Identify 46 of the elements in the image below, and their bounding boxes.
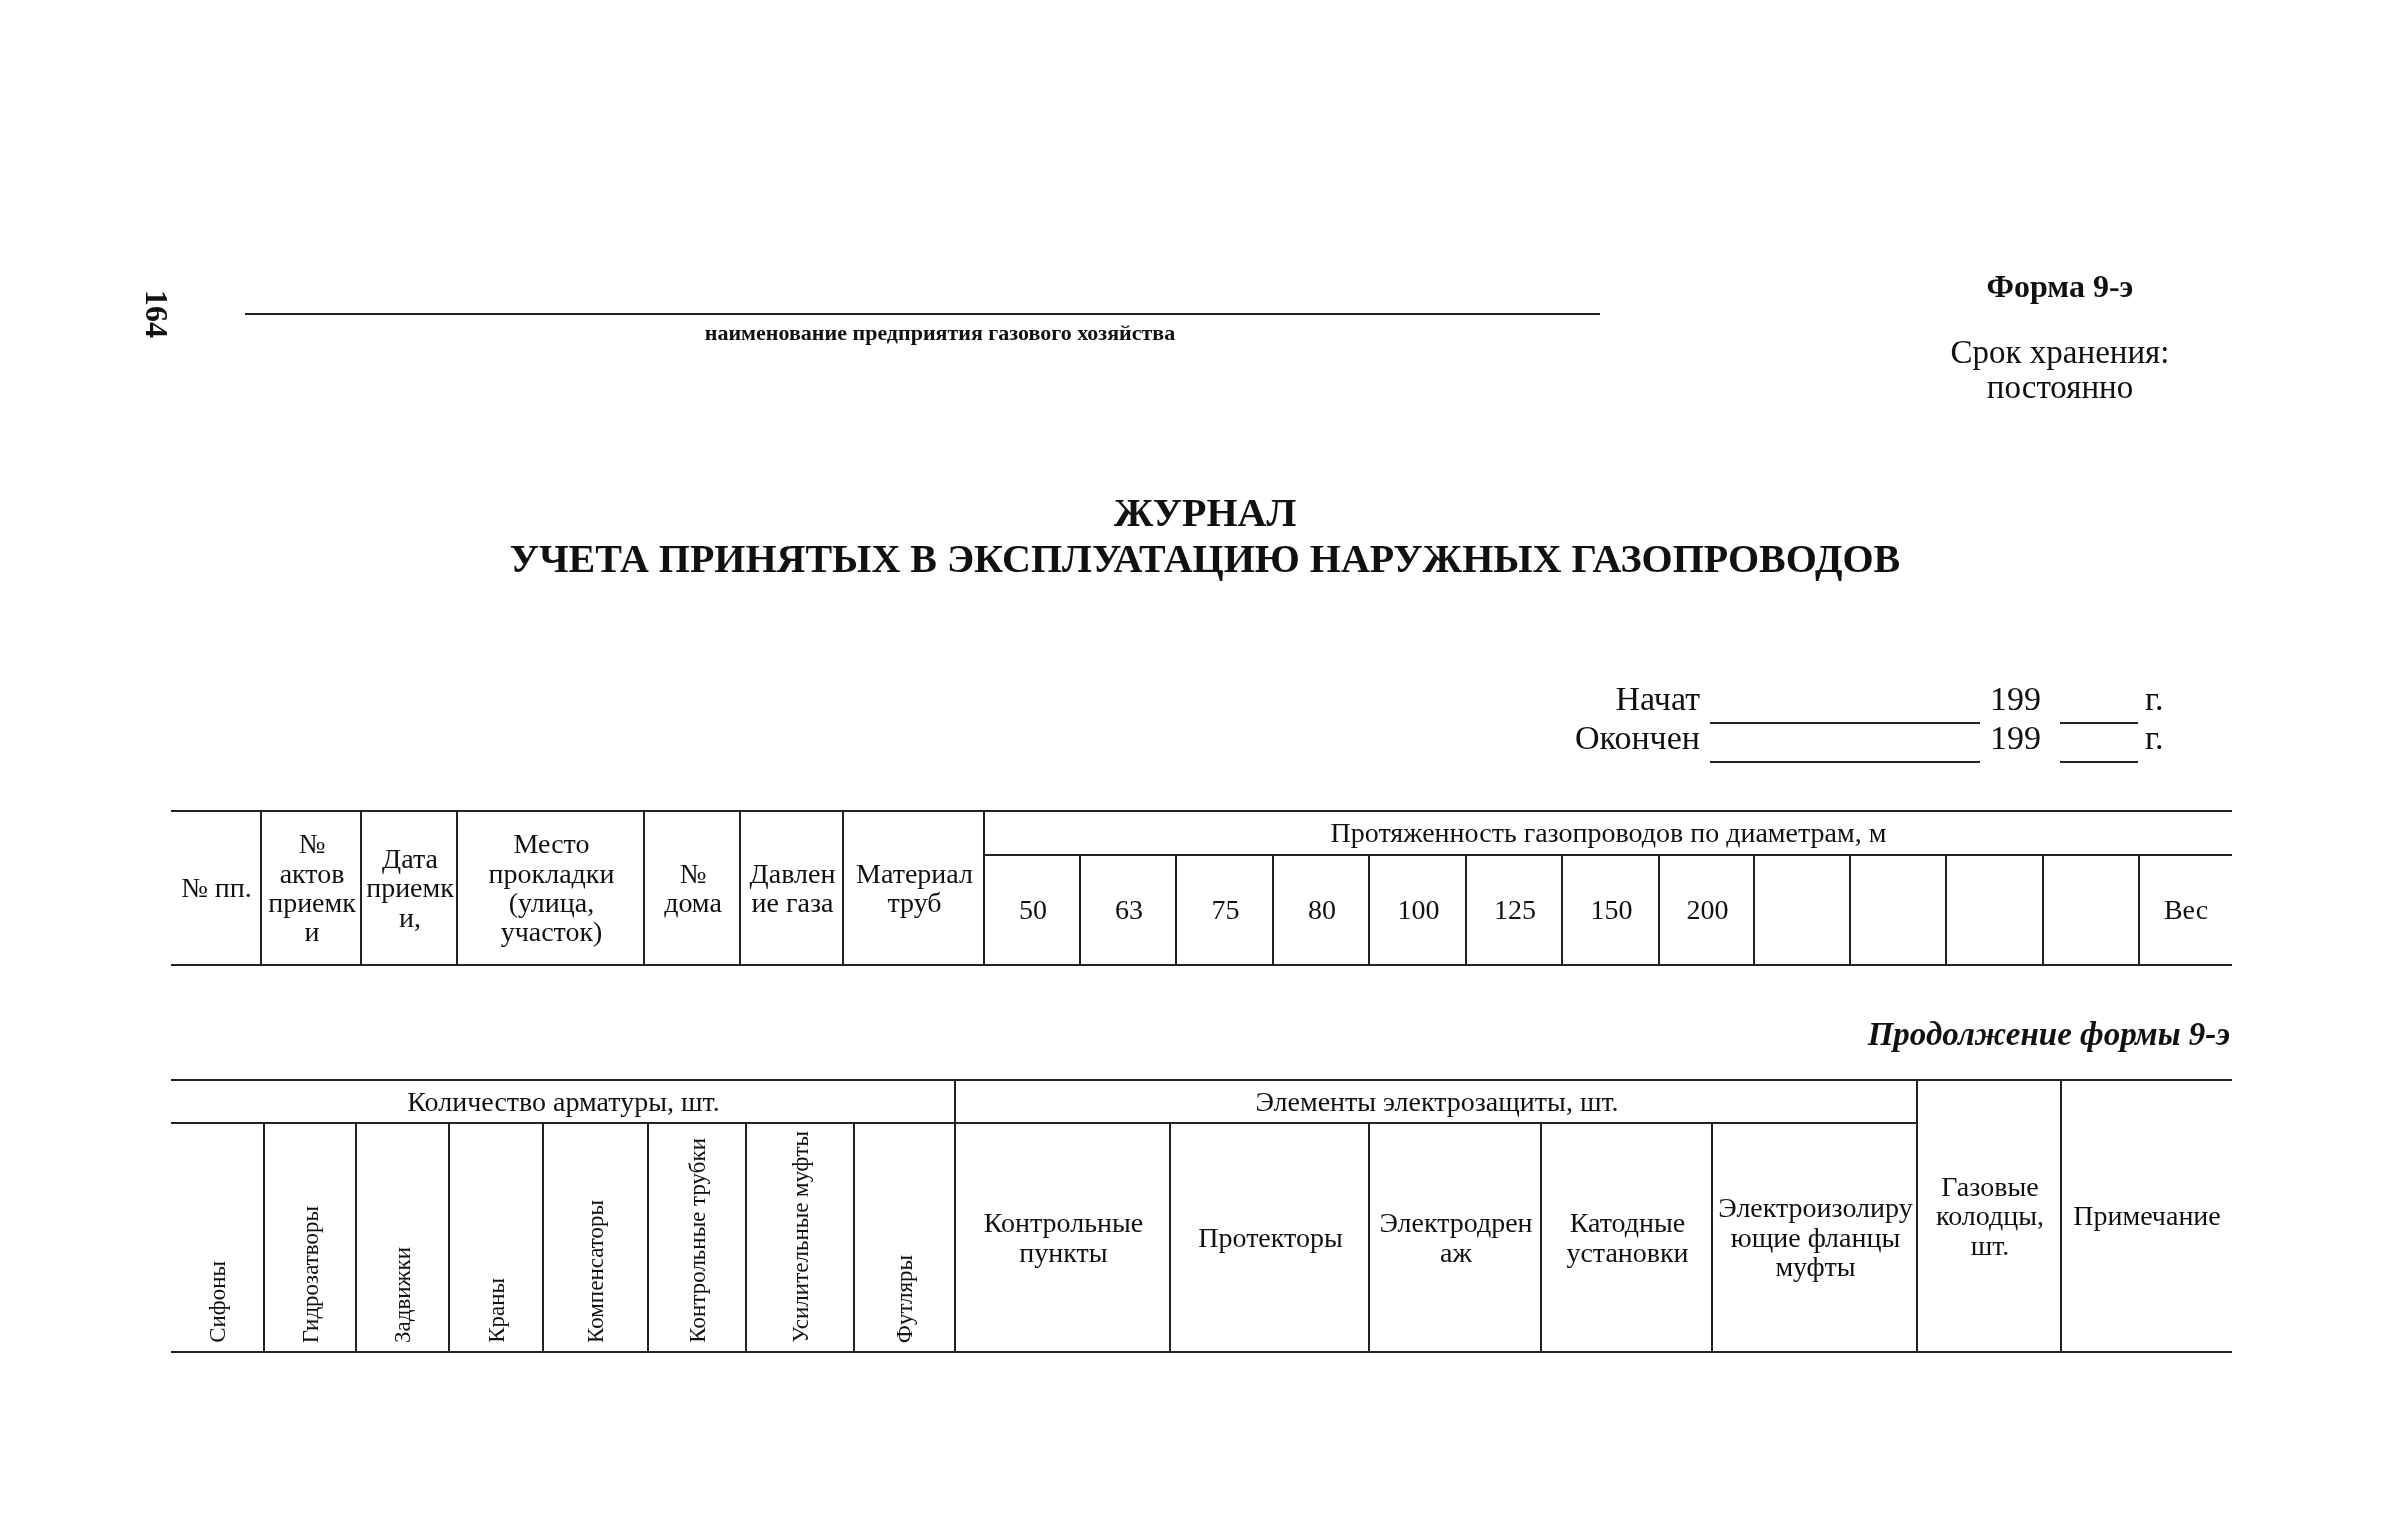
- header-cell: Протекторы: [1169, 1122, 1370, 1353]
- year-prefix: 199: [1990, 680, 2041, 718]
- header-cell: 50: [983, 854, 1081, 966]
- header-cell: Количество арматуры, шт.: [171, 1079, 956, 1124]
- storage-note: Срок хранения: постоянно: [1949, 335, 2171, 405]
- header-cell: Примечание: [2060, 1079, 2232, 1353]
- header-cell: Краны: [448, 1122, 544, 1353]
- year-prefix: 199: [1990, 719, 2041, 757]
- header-cell: 150: [1561, 854, 1660, 966]
- header-cell: Дата приемки,: [360, 810, 458, 966]
- year-suffix: г.: [2145, 680, 2164, 718]
- field-label: Окончен: [1574, 719, 1700, 757]
- header-cell: Катодные установки: [1540, 1122, 1713, 1353]
- header-cell: № пп.: [171, 810, 262, 966]
- title: ЖУРНАЛ УЧЕТА ПРИНЯТЫХ В ЭКСПЛУАТАЦИЮ НАРУЖНЫХ ГАЗОПРОВОДОВ: [508, 490, 1902, 582]
- header-cell: Электроизолирующие фланцы муфты: [1711, 1122, 1918, 1353]
- header-cell: Гидрозатворы: [263, 1122, 357, 1353]
- header-cell: Контрольные трубки: [647, 1122, 747, 1353]
- form-number: Форма 9-э: [1985, 268, 2135, 305]
- header-cell: 75: [1175, 854, 1274, 966]
- continuation-note: Продолжение формы 9-э: [1866, 1016, 2230, 1053]
- caption-text: наименование предприятия газового хозяйства: [703, 320, 1177, 346]
- header-cell: № дома: [643, 810, 741, 966]
- header-cell: Контрольные пункты: [954, 1122, 1171, 1353]
- header-cell: 125: [1465, 854, 1563, 966]
- header-cell: 63: [1079, 854, 1177, 966]
- header-cell: Футляры: [853, 1122, 956, 1353]
- field-label: Начат: [1614, 680, 1700, 718]
- header-cell: № актов приемки: [260, 810, 362, 966]
- page-number: 164: [138, 290, 175, 338]
- header-cell: Усилительные муфты: [745, 1122, 855, 1353]
- header-cell: Элементы электрозащиты, шт.: [954, 1079, 1918, 1124]
- header-cell: Давление газа: [739, 810, 844, 966]
- header-cell: 200: [1658, 854, 1755, 966]
- header-cell: Материал труб: [842, 810, 985, 966]
- header-cell: 100: [1368, 854, 1467, 966]
- header-cell: Место прокладки (улица, участок): [456, 810, 645, 966]
- header-cell: Газовые колодцы, шт.: [1916, 1079, 2062, 1353]
- year-suffix: г.: [2145, 719, 2164, 757]
- header-cell: Электродренаж: [1368, 1122, 1542, 1353]
- header-cell: Протяженность газопроводов по диаметрам, м: [983, 810, 2232, 856]
- header-cell: 80: [1272, 854, 1370, 966]
- header-cell: Вес: [2138, 854, 2232, 966]
- header-cell: Сифоны: [171, 1122, 265, 1353]
- header-cell: Компенсаторы: [542, 1122, 649, 1353]
- header-cell: Задвижки: [355, 1122, 450, 1353]
